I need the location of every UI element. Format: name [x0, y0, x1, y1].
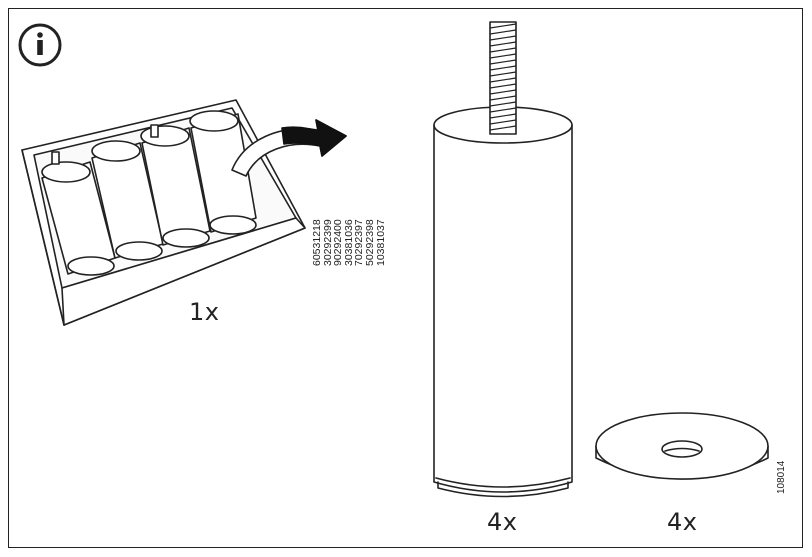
article-number: 10381037: [374, 219, 387, 266]
document-number: 108014: [776, 460, 787, 494]
remove-arrow-icon: [231, 119, 347, 177]
article-number: 50292398: [363, 219, 376, 266]
furniture-leg-icon: [433, 21, 573, 498]
info-icon: [18, 23, 62, 67]
washer-icon: [595, 412, 769, 480]
box-quantity: 1x: [189, 298, 220, 326]
box-with-legs-icon: [21, 99, 306, 326]
article-number: 60531218: [311, 219, 323, 266]
leg-quantity: 4x: [487, 508, 518, 536]
article-number-list: 60531218 30292399 90292400 30381036 7029…: [311, 146, 387, 266]
instruction-sheet: [8, 8, 803, 548]
washer-quantity: 4x: [667, 508, 698, 536]
